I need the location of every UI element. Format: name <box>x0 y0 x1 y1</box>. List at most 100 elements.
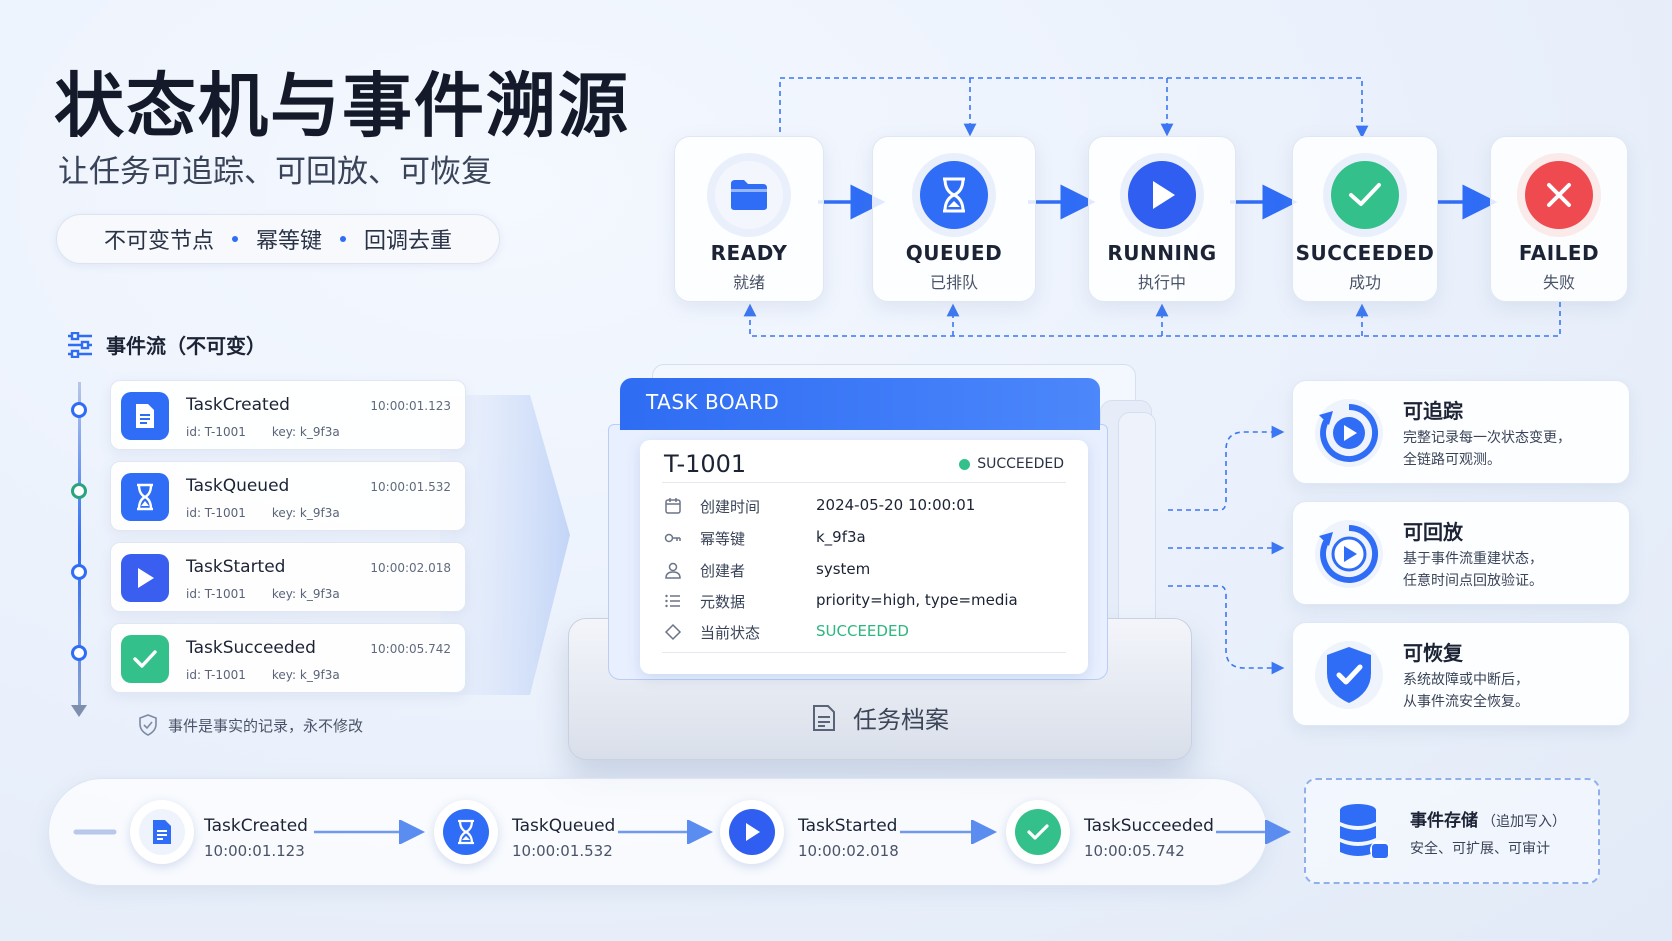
state-label-en: QUEUED <box>905 241 1003 265</box>
replay-icon <box>1315 520 1383 588</box>
play-icon <box>121 554 169 602</box>
event-name: TaskQueued <box>186 476 290 496</box>
flow-event-name: TaskQueued <box>512 816 616 836</box>
separator-dot <box>231 236 238 242</box>
timeline-arrow-icon <box>71 705 87 717</box>
user-icon <box>665 562 681 579</box>
play-icon <box>1128 161 1196 229</box>
hourglass-icon <box>121 473 169 521</box>
check-icon <box>1331 161 1399 229</box>
benefit-desc: 基于事件流重建状态，任意时间点回放验证。 <box>1403 551 1543 589</box>
check-icon <box>1015 809 1061 855</box>
flow-node-created <box>130 800 194 864</box>
tag-immutable: 不可变节点 <box>103 229 214 254</box>
timeline-node <box>71 483 87 499</box>
play-icon <box>729 809 775 855</box>
archive-label: 任务档案 <box>568 700 1192 735</box>
benefit-title: 可追踪 <box>1403 399 1463 423</box>
event-name: TaskStarted <box>186 557 286 577</box>
timeline-node <box>71 564 87 580</box>
feature-tags: 不可变节点 幂等键 回调去重 <box>56 214 500 264</box>
document-icon <box>139 809 185 855</box>
benefit-desc: 系统故障或中断后，从事件流安全恢复。 <box>1403 672 1529 710</box>
event-name: TaskSucceeded <box>186 638 316 658</box>
benefit-replayable: 可回放 基于事件流重建状态，任意时间点回放验证。 <box>1292 501 1630 605</box>
diamond-icon <box>664 623 682 641</box>
timeline-line <box>78 382 81 712</box>
immutability-note: 事件是事实的记录，永不修改 <box>138 714 363 736</box>
state-label-zh: 已排队 <box>929 273 978 292</box>
archive-document-icon <box>813 704 835 731</box>
status-dot <box>959 458 971 470</box>
state-running: RUNNING 执行中 <box>1088 136 1236 302</box>
tag-dedup: 回调去重 <box>364 229 453 254</box>
folder-icon <box>715 161 783 229</box>
event-time: 10:00:02.018 <box>370 561 451 575</box>
benefit-connectors <box>1168 425 1285 675</box>
state-label-en: READY <box>710 241 788 265</box>
state-label-zh: 成功 <box>1348 273 1381 292</box>
state-label-en: RUNNING <box>1107 241 1217 265</box>
flow-node-started <box>720 800 784 864</box>
state-label-en: SUCCEEDED <box>1295 241 1435 265</box>
divider <box>662 482 1066 483</box>
state-succeeded: SUCCEEDED 成功 <box>1292 136 1438 302</box>
flow-arrows <box>73 820 1291 844</box>
flow-event-name: TaskCreated <box>204 816 308 836</box>
state-ready: READY 就绪 <box>674 136 824 302</box>
event-store: 事件存储（追加写入） 安全、可扩展、可审计 <box>1304 778 1600 884</box>
flow-event-time: 10:00:05.742 <box>1084 842 1185 860</box>
state-label-zh: 就绪 <box>732 273 765 292</box>
event-time: 10:00:01.532 <box>370 480 451 494</box>
timeline-node <box>71 645 87 661</box>
state-label-en: FAILED <box>1518 241 1600 265</box>
event-name: TaskCreated <box>186 395 290 415</box>
document-icon <box>121 392 169 440</box>
flow-event-name: TaskSucceeded <box>1084 816 1214 836</box>
hourglass-icon <box>443 809 489 855</box>
benefit-recoverable: 可恢复 系统故障或中断后，从事件流安全恢复。 <box>1292 622 1630 726</box>
status-badge: SUCCEEDED <box>959 456 1064 472</box>
calendar-icon <box>665 498 681 514</box>
flow-event-time: 10:00:01.532 <box>512 842 613 860</box>
divider <box>662 652 1066 653</box>
flow-node-succeeded <box>1006 800 1070 864</box>
task-board-tab[interactable]: TASK BOARD <box>620 378 1100 430</box>
flow-event-time: 10:00:02.018 <box>798 842 899 860</box>
database-icon <box>1340 804 1390 860</box>
tag-idempotency: 幂等键 <box>255 229 322 254</box>
event-time: 10:00:01.123 <box>370 399 451 413</box>
close-icon <box>1525 161 1593 229</box>
state-label-zh: 执行中 <box>1137 273 1186 292</box>
shield-check-icon <box>1315 641 1383 709</box>
separator-dot <box>340 236 346 242</box>
timeline-node <box>71 402 87 418</box>
check-icon <box>121 635 169 683</box>
state-failed: FAILED 失败 <box>1490 136 1628 302</box>
key-icon <box>664 533 681 543</box>
page-subtitle: 让任务可追踪、可回放、可恢复 <box>58 154 492 190</box>
event-store-desc: 安全、可扩展、可审计 <box>1410 841 1550 857</box>
shield-check-icon <box>139 714 157 736</box>
event-time: 10:00:05.742 <box>370 642 451 656</box>
flow-wedge-decoration <box>440 395 570 695</box>
benefit-traceable: 可追踪 完整记录每一次状态变更，全链路可观测。 <box>1292 380 1630 484</box>
history-play-icon <box>1315 399 1383 467</box>
task-id: T-1001 <box>664 450 747 478</box>
list-icon <box>665 594 680 608</box>
event-store-title: 事件存储（追加写入） <box>1410 811 1566 831</box>
state-label-zh: 失败 <box>1542 273 1575 292</box>
